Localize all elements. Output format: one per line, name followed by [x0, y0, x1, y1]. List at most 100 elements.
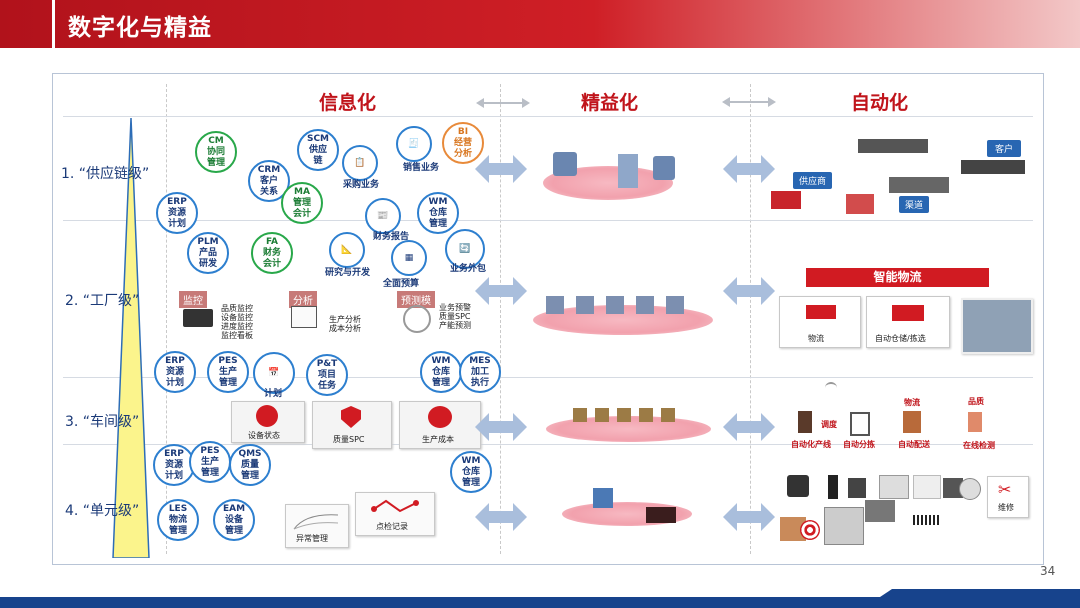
production-cost-label: 生产成本 — [422, 435, 454, 444]
equipment-icon — [256, 405, 278, 427]
shop-icon — [846, 194, 874, 214]
auto-sort-label: 自动分拣 — [843, 440, 875, 449]
header-bar: 数字化与精益 — [0, 0, 1080, 48]
logistics-label: 物流 — [808, 334, 824, 343]
curve-chart-icon — [293, 514, 339, 530]
predict-item: 质量SPC — [439, 312, 471, 321]
row-line — [63, 220, 1033, 221]
pyramid-spike — [112, 118, 150, 558]
sales-icon: 🧾 — [396, 126, 432, 162]
analysis-item: 成本分析 — [329, 324, 361, 333]
target-icon — [800, 520, 820, 540]
channel-label: 渠道 — [899, 196, 930, 213]
outsourcing-icon: 🔄 — [445, 229, 485, 269]
analysis-board-icon — [291, 306, 317, 328]
quality-title: 品质 — [968, 397, 984, 406]
label-sales: 销售业务 — [403, 163, 440, 173]
budget-icon: ▦ — [391, 240, 427, 276]
equipment-status-label: 设备状态 — [248, 431, 280, 440]
page-number: 34 — [1040, 564, 1056, 578]
abnormal-management-label: 异常管理 — [296, 534, 328, 543]
row-line — [63, 116, 1033, 117]
label-outsourcing: 业务外包 — [450, 264, 487, 274]
supplier-building-icon — [771, 191, 801, 209]
tag-monitor: 监控 — [179, 291, 207, 308]
double-arrow-icon — [475, 277, 527, 305]
barcode-icon — [913, 515, 939, 525]
auto-line-label: 自动化产线 — [791, 440, 831, 449]
machines-icon — [546, 296, 696, 314]
divider — [500, 84, 501, 554]
logistics-title: 物流 — [904, 398, 920, 407]
sorting-icon — [850, 412, 870, 436]
cnc-machine-icon — [824, 507, 864, 545]
monitor-item: 进度监控 — [221, 322, 253, 331]
production-cost-box: 生产成本 — [399, 401, 481, 449]
machine-icon — [593, 488, 613, 508]
checkpoint-record-box: 点检记录 — [355, 492, 435, 536]
repair-label: 维修 — [998, 503, 1014, 512]
meter-icon — [848, 478, 866, 498]
analysis-item: 生产分析 — [329, 315, 361, 324]
level-workshop: 3. “车间级” — [65, 414, 140, 430]
level-factory: 2. “工厂级” — [65, 293, 140, 309]
robot-icon — [865, 500, 895, 522]
monitor-icon — [183, 309, 213, 327]
scanner-icon — [828, 475, 838, 499]
procurement-icon: 📋 — [342, 145, 378, 181]
double-arrow-icon — [475, 155, 527, 183]
gauge-icon — [959, 478, 981, 500]
level-unit: 4. “单元级” — [65, 503, 140, 519]
abnormal-management-box: 异常管理 — [285, 504, 349, 548]
quality-spc-label: 质量SPC — [333, 435, 365, 444]
supplier-label: 供应商 — [793, 172, 833, 189]
robot-arm-icon — [798, 411, 812, 433]
monitor-item: 监控看板 — [221, 331, 253, 340]
double-arrow-icon — [475, 503, 527, 531]
predict-gear-icon — [403, 305, 431, 333]
truck-icon — [806, 305, 836, 319]
workers-icon — [573, 408, 683, 422]
page-title: 数字化与精益 — [68, 15, 212, 41]
coin-icon — [428, 406, 452, 428]
route-icon — [371, 499, 419, 513]
dispatch-label: 调度 — [821, 420, 837, 429]
tools-icon: ✂ — [998, 480, 1012, 499]
section-auto: 自动化 — [851, 92, 909, 114]
sensor-icon — [943, 478, 963, 498]
terminal-icon — [787, 475, 809, 497]
level-supply-chain: 1. “供应链级” — [61, 166, 150, 182]
tag-predict: 预测模 — [397, 291, 435, 308]
checkpoint-record-label: 点检记录 — [376, 522, 408, 531]
factory-icon — [858, 139, 928, 153]
rfid-tag-icon — [913, 475, 941, 499]
divider — [750, 84, 751, 554]
customer-label: 客户 — [987, 140, 1022, 157]
row-line — [63, 444, 1033, 445]
auto-delivery-label: 自动配送 — [898, 440, 930, 449]
truck-icon — [553, 152, 577, 176]
board-icon — [646, 507, 676, 523]
footer-bar — [0, 597, 1080, 608]
section-lean: 精益化 — [581, 92, 639, 114]
worker-icon — [653, 156, 675, 180]
predict-item: 业务预警 — [439, 303, 471, 312]
equipment-status-box: 设备状态 — [231, 401, 305, 443]
double-arrow-icon — [475, 413, 527, 441]
warehouse-building-icon — [889, 177, 949, 193]
footer-accent — [880, 589, 1080, 597]
divider — [166, 84, 167, 554]
